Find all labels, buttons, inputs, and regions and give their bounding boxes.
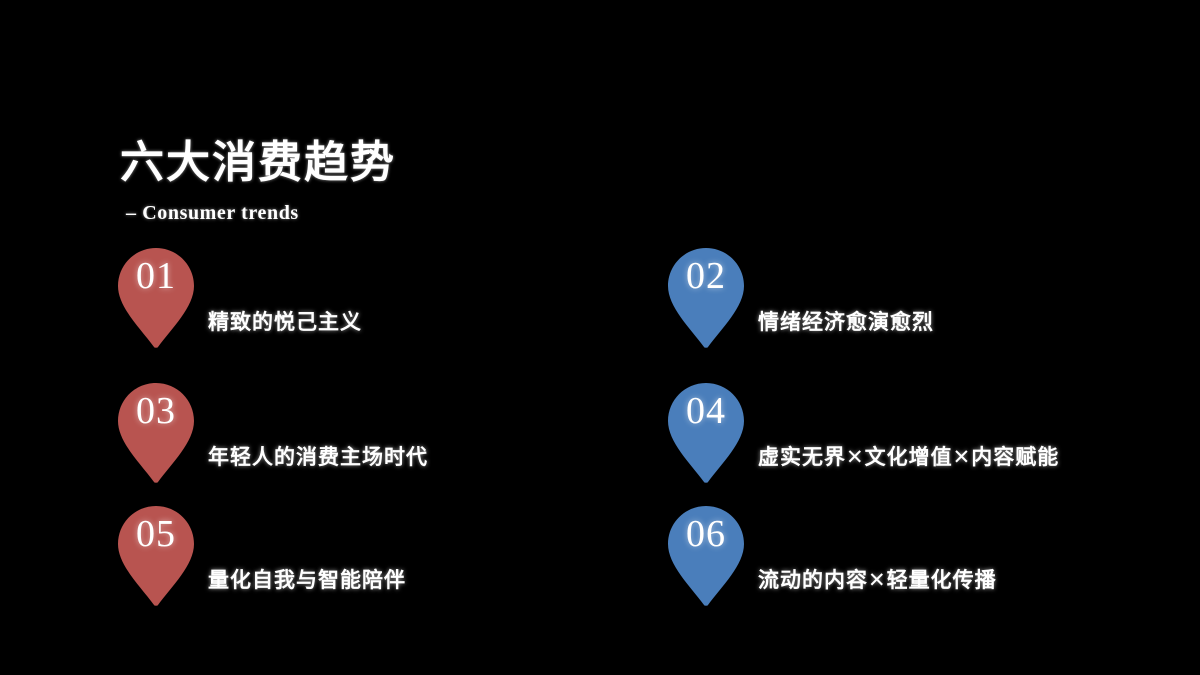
map-pin-icon — [118, 248, 194, 348]
map-pin-icon — [668, 248, 744, 348]
trend-label: 虚实无界✕文化增值✕内容赋能 — [758, 446, 1060, 469]
trend-label: 流动的内容✕轻量化传播 — [758, 569, 997, 592]
trend-label: 情绪经济愈演愈烈 — [758, 311, 934, 334]
page-subtitle: – Consumer trends — [126, 202, 299, 225]
map-pin-icon — [668, 383, 744, 483]
heading-block: 六大消费趋势 – Consumer trends — [120, 138, 720, 225]
trends-list: 01 精致的悦己主义 02 情绪经济愈演愈烈 03 年轻人的消费主场时代 — [0, 248, 1200, 628]
trend-label: 量化自我与智能陪伴 — [208, 569, 406, 592]
trend-label: 精致的悦己主义 — [208, 311, 362, 334]
map-pin-icon — [118, 506, 194, 606]
page-title: 六大消费趋势 — [120, 138, 396, 187]
map-pin-icon — [118, 383, 194, 483]
trend-label: 年轻人的消费主场时代 — [208, 446, 428, 469]
map-pin-icon — [668, 506, 744, 606]
